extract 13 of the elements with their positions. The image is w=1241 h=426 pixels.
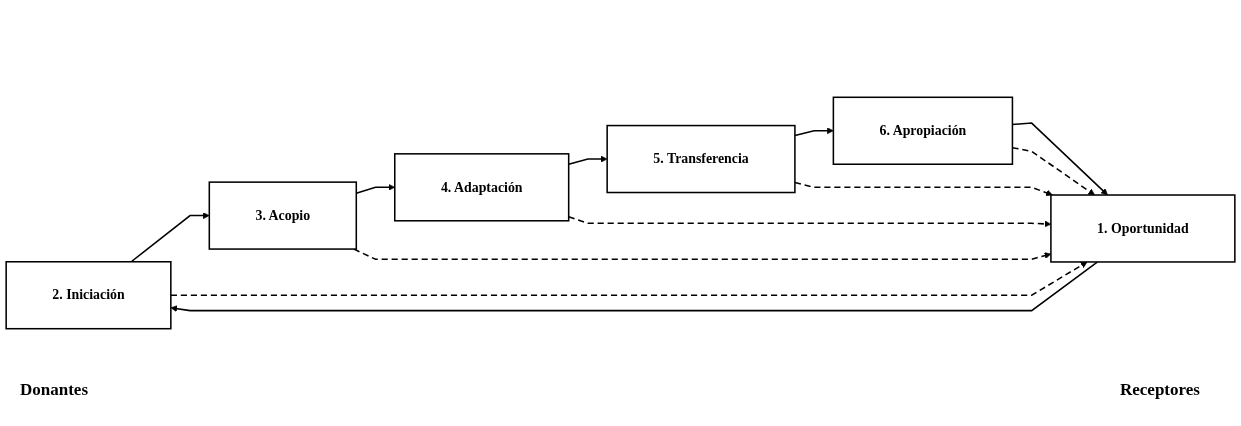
node-box: [208, 181, 358, 250]
node-box: [1050, 194, 1236, 263]
side-label: Donantes: [20, 380, 88, 400]
arrow: [170, 261, 1099, 312]
side-label: Receptores: [1120, 380, 1200, 400]
node-box: [606, 124, 796, 194]
arrow: [794, 181, 1053, 197]
arrow: [794, 127, 834, 137]
arrow: [170, 261, 1088, 296]
node-box: [5, 261, 172, 330]
node-box: [394, 153, 570, 222]
node-box: [832, 96, 1014, 165]
arrow: [130, 212, 210, 263]
